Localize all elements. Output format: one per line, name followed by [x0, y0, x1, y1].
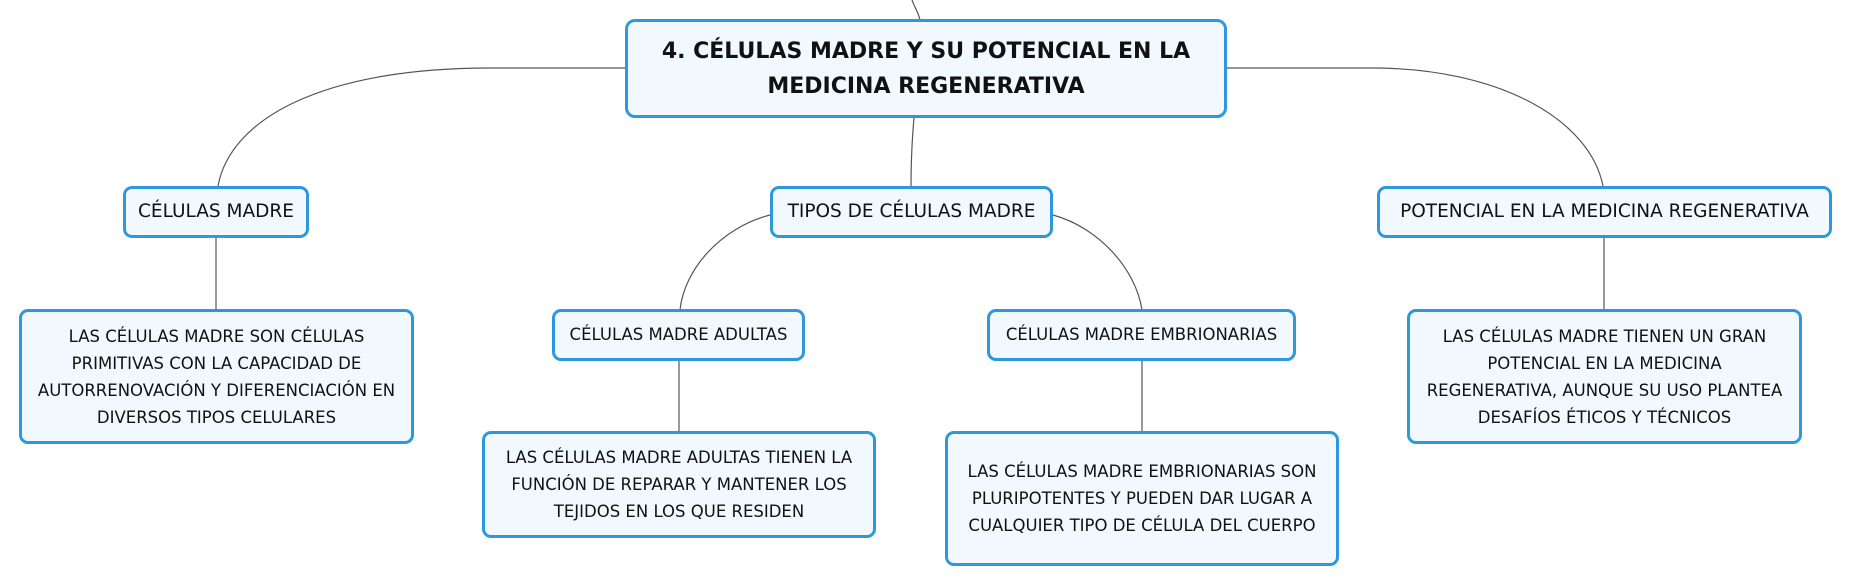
link-root-tipos — [910, 117, 915, 187]
detail-celulas-madre-embrionarias[interactable]: LAS CÉLULAS MADRE EMBRIONARIAS SON PLURI… — [945, 431, 1339, 566]
subtopic-label: CÉLULAS MADRE ADULTAS — [569, 325, 788, 344]
central-topic-title: 4. CÉLULAS MADRE Y SU POTENCIAL EN LA ME… — [661, 38, 1191, 99]
topic-label: CÉLULAS MADRE — [138, 201, 294, 222]
central-topic-node[interactable]: 4. CÉLULAS MADRE Y SU POTENCIAL EN LA ME… — [625, 19, 1227, 118]
topic-label: TIPOS DE CÉLULAS MADRE — [787, 201, 1036, 222]
link-from-parent — [911, 0, 921, 21]
link-tipos-adultas — [679, 214, 771, 311]
topic-potencial-medicina-regenerativa[interactable]: POTENCIAL EN LA MEDICINA REGENERATIVA — [1377, 186, 1832, 238]
detail-text: LAS CÉLULAS MADRE TIENEN UN GRAN POTENCI… — [1426, 326, 1783, 427]
detail-text: LAS CÉLULAS MADRE EMBRIONARIAS SON PLURI… — [967, 462, 1317, 535]
link-tipos-embrionarias — [1052, 214, 1143, 311]
subtopic-celulas-madre-embrionarias[interactable]: CÉLULAS MADRE EMBRIONARIAS — [987, 309, 1296, 361]
subtopic-label: CÉLULAS MADRE EMBRIONARIAS — [1005, 325, 1278, 344]
detail-potencial-medicina-regenerativa[interactable]: LAS CÉLULAS MADRE TIENEN UN GRAN POTENCI… — [1407, 309, 1802, 444]
topic-celulas-madre[interactable]: CÉLULAS MADRE — [123, 186, 309, 238]
subtopic-celulas-madre-adultas[interactable]: CÉLULAS MADRE ADULTAS — [552, 309, 805, 361]
detail-text: LAS CÉLULAS MADRE SON CÉLULAS PRIMITIVAS… — [37, 326, 396, 427]
topic-label: POTENCIAL EN LA MEDICINA REGENERATIVA — [1400, 201, 1809, 222]
link-root-potencial — [1227, 67, 1604, 187]
topic-tipos-de-celulas-madre[interactable]: TIPOS DE CÉLULAS MADRE — [770, 186, 1053, 238]
detail-text: LAS CÉLULAS MADRE ADULTAS TIENEN LA FUNC… — [505, 448, 853, 521]
detail-celulas-madre-adultas[interactable]: LAS CÉLULAS MADRE ADULTAS TIENEN LA FUNC… — [482, 431, 876, 538]
detail-celulas-madre[interactable]: LAS CÉLULAS MADRE SON CÉLULAS PRIMITIVAS… — [19, 309, 414, 444]
link-root-celulas-madre — [217, 67, 625, 187]
